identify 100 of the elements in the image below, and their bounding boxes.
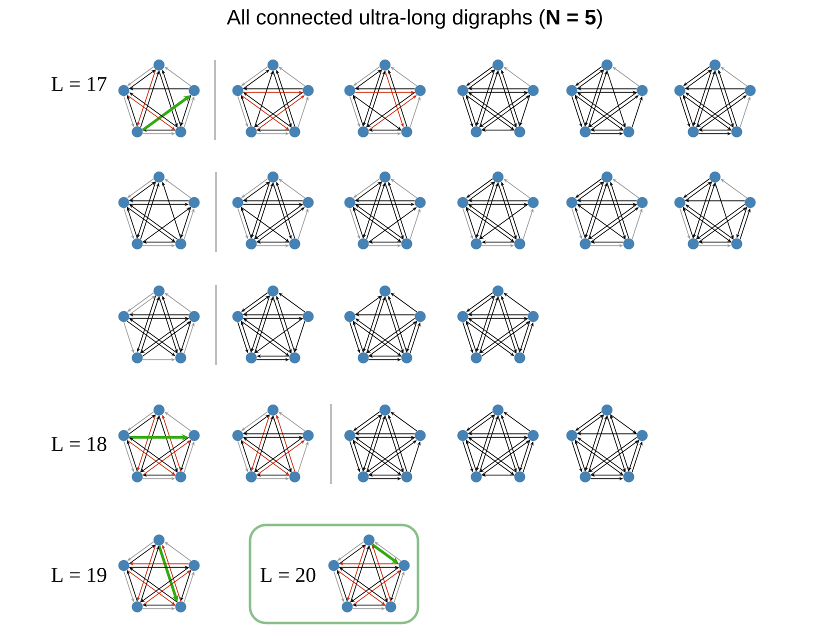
vertex-dot (289, 126, 300, 138)
vertex-dot (154, 285, 164, 296)
highlight-panel: L = 20 (248, 524, 420, 624)
vertex-dot (132, 238, 143, 250)
vertex-dot (731, 126, 742, 138)
vertex-dot (118, 560, 130, 572)
vertex-dot (623, 238, 634, 250)
vertex-dot (175, 471, 186, 482)
vertex-dot (302, 311, 314, 322)
vertex-dot (744, 85, 756, 96)
vertex-dot (380, 171, 390, 182)
vertex-dot (344, 311, 356, 322)
vertex-dot (401, 238, 412, 250)
vertex-dot (154, 60, 164, 70)
vertex-dot (710, 171, 720, 182)
vertex-dot (710, 60, 720, 70)
vertex-dot (358, 126, 369, 138)
vertex-dot (268, 171, 278, 182)
vertex-dot (344, 197, 356, 208)
vertex-dot (623, 471, 634, 482)
vertex-dot (528, 430, 539, 442)
vertex-dot (731, 238, 742, 250)
vertex-dot (414, 311, 426, 322)
vertex-dot (602, 404, 612, 416)
vertex-dot (457, 85, 468, 96)
vertex-dot (492, 171, 504, 182)
vertex-dot (528, 85, 539, 96)
vertex-dot (602, 171, 612, 182)
vertex-dot (580, 471, 591, 482)
vertex-dot (268, 60, 278, 70)
vertex-dot (118, 85, 130, 96)
vertex-dot (602, 60, 612, 70)
vertex-dot (385, 601, 396, 612)
vertex-dot (457, 197, 468, 208)
vertex-dot (154, 171, 164, 182)
vertex-dot (302, 85, 314, 96)
vertex-dot (132, 601, 143, 612)
vertex-dot (289, 352, 300, 364)
vertex-dot (414, 85, 426, 96)
vertex-dot (232, 430, 244, 442)
vertex-dot (401, 126, 412, 138)
vertex-dot (344, 85, 356, 96)
vertex-dot (175, 352, 186, 364)
vertex-dot (514, 238, 526, 250)
vertex-dot (188, 430, 200, 442)
vertex-dot (566, 197, 578, 208)
vertex-dot (358, 238, 369, 250)
vertex-dot (623, 126, 634, 138)
vertex-dot (118, 197, 130, 208)
vertex-dot (328, 560, 340, 572)
vertex-dot (289, 471, 300, 482)
vertex-dot (414, 197, 426, 208)
vertex-dot (232, 85, 244, 96)
vertex-dot (470, 352, 482, 364)
vertex-dot (674, 197, 686, 208)
row-label: L = 18 (52, 436, 106, 452)
vertex-dot (688, 126, 699, 138)
vertex-dot (380, 285, 390, 296)
vertex-dot (358, 471, 369, 482)
vertex-dot (232, 197, 244, 208)
vertex-dot (188, 197, 200, 208)
vertex-dot (154, 534, 164, 546)
vertex-dot (470, 471, 482, 482)
row-label: L = 17 (52, 77, 106, 91)
vertex-dot (514, 352, 526, 364)
vertex-dot (302, 430, 314, 442)
title: All connected ultra-long digraphs (N = 5) (226, 9, 602, 29)
vertex-dot (380, 404, 390, 416)
vertex-dot (188, 311, 200, 322)
vertex-dot (380, 60, 390, 70)
vertex-dot (528, 311, 539, 322)
vertex-dot (674, 85, 686, 96)
vertex-dot (401, 352, 412, 364)
vertex-dot (566, 85, 578, 96)
vertex-dot (744, 197, 756, 208)
vertex-dot (636, 197, 648, 208)
vertex-dot (175, 601, 186, 612)
vertex-dot (457, 430, 468, 442)
vertex-dot (492, 285, 504, 296)
vertex-dot (188, 85, 200, 96)
vertex-dot (470, 126, 482, 138)
vertex-dot (401, 471, 412, 482)
vertex-dot (268, 404, 278, 416)
vertex-dot (246, 126, 257, 138)
vertex-dot (636, 85, 648, 96)
vertex-dot (232, 311, 244, 322)
vertex-dot (342, 601, 353, 612)
vertex-dot (492, 60, 504, 70)
vertex-dot (580, 238, 591, 250)
vertex-dot (528, 197, 539, 208)
vertex-dot (302, 197, 314, 208)
vertex-dot (492, 404, 504, 416)
vertex-dot (175, 126, 186, 138)
vertex-dot (118, 311, 130, 322)
row-label: L = 19 (52, 568, 106, 582)
vertex-dot (344, 430, 356, 442)
vertex-dot (246, 238, 257, 250)
vertex-dot (566, 430, 578, 442)
vertex-dot (268, 285, 278, 296)
vertex-dot (188, 560, 200, 572)
